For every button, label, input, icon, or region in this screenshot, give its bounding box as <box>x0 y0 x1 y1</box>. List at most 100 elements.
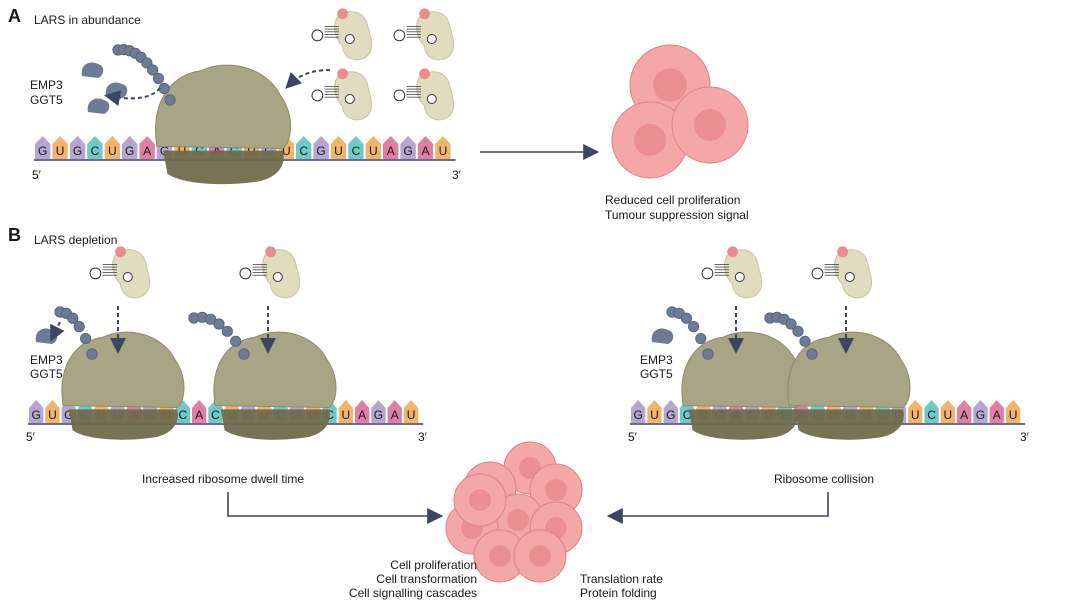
base-tile <box>87 136 103 159</box>
panel-b-left-outcome-arrow <box>227 492 444 524</box>
panel-b-left-protein-blob <box>35 328 58 344</box>
peptide-bead <box>687 321 700 333</box>
base-tile <box>631 400 646 423</box>
mrna-base: G <box>35 136 51 159</box>
base-letter: A <box>387 144 395 158</box>
panel-a-protein-emp3: EMP3 <box>30 78 63 92</box>
base-letter: G <box>38 144 47 158</box>
trna-loop <box>844 272 855 282</box>
base-letter: U <box>407 408 416 422</box>
base-letter: U <box>342 408 351 422</box>
peptide-bead <box>164 94 176 106</box>
base-letter: A <box>391 408 399 422</box>
panel-a-trna <box>393 8 455 61</box>
panel-a-peptide <box>112 44 176 106</box>
cell-nucleus <box>653 68 687 102</box>
base-letter: C <box>352 144 361 158</box>
base-letter: U <box>334 144 343 158</box>
base-letter: U <box>282 144 291 158</box>
mrna-base: G <box>69 136 86 159</box>
base-letter: C <box>91 144 100 158</box>
base-tile <box>957 400 972 423</box>
base-letter: U <box>944 408 953 422</box>
base-tile <box>313 136 329 159</box>
base-letter: G <box>316 144 325 158</box>
base-tile <box>435 136 451 159</box>
trna-loop <box>344 94 355 104</box>
trna-loop <box>344 34 355 44</box>
base-letter: U <box>48 408 57 422</box>
base-tile <box>45 400 60 423</box>
peptide-bead <box>230 335 242 347</box>
base-tile <box>663 400 678 423</box>
base-letter: A <box>143 144 151 158</box>
base-letter: U <box>439 144 448 158</box>
trna-loop <box>311 29 324 42</box>
mrna-base: G <box>663 400 678 423</box>
panel-b-left-5-prime: 5′ <box>26 430 35 444</box>
mrna-base: U <box>435 136 451 159</box>
peptide-bead <box>67 312 79 324</box>
mrna-base: U <box>330 136 347 159</box>
trna-loop <box>734 272 745 282</box>
mrna-base: G <box>973 400 988 423</box>
panel-a-protein-blob <box>105 82 128 98</box>
base-letter: G <box>374 408 383 422</box>
arrows-layer <box>50 69 854 524</box>
mrna-base: U <box>940 400 955 423</box>
mrna-base: G <box>371 400 386 423</box>
mrna-base: U <box>1005 400 1021 423</box>
mrna-base: U <box>104 136 120 159</box>
base-tile <box>989 400 1004 423</box>
base-letter: A <box>421 144 429 158</box>
panel-b-cell <box>513 529 567 583</box>
base-letter: U <box>1009 408 1018 422</box>
amino-acid <box>419 68 430 80</box>
panel-a-cell <box>671 86 749 164</box>
trna-loop <box>311 89 324 102</box>
panel-b-cell <box>473 529 527 583</box>
trna-layer <box>89 8 873 299</box>
base-tile <box>355 400 370 423</box>
outcome-b-left-line-2: Cell transformation <box>376 572 477 586</box>
mrna-base: A <box>192 400 207 423</box>
panel-b-right-protein-ggt5: GGT5 <box>640 367 673 381</box>
panel-a-release-arrow <box>104 87 161 107</box>
base-letter: C <box>683 408 692 422</box>
mrna-base: G <box>122 136 138 159</box>
base-tile <box>924 400 939 423</box>
ribosome-small-subunit <box>688 409 798 440</box>
panel-a-protein-ggt5: GGT5 <box>30 93 63 107</box>
outcome-a-line-2: Tumour suppression signal <box>605 208 749 222</box>
amino-acid <box>115 246 126 258</box>
base-tile <box>35 136 51 159</box>
outcome-a-line-1: Reduced cell proliferation <box>605 193 741 207</box>
panel-b-right-protein-blob <box>651 328 674 344</box>
cell-nucleus <box>469 489 491 511</box>
peptide-bead <box>205 313 217 325</box>
base-tile <box>296 136 312 159</box>
trna-loop <box>89 267 102 280</box>
base-letter: G <box>403 144 412 158</box>
ribosomes-layer <box>61 64 911 440</box>
trna-loop <box>393 89 406 102</box>
trna-loop <box>239 267 252 280</box>
mrna-base: U <box>52 136 68 159</box>
outcome-b-right-line-2: Protein folding <box>580 586 657 600</box>
trna-loop <box>426 94 437 104</box>
panel-a-ribosome <box>155 64 292 185</box>
base-letter: U <box>369 144 378 158</box>
base-letter: G <box>666 408 675 422</box>
mrna-base: C <box>296 136 312 159</box>
mrna-base: U <box>365 136 381 159</box>
mrna-base: U <box>647 400 662 423</box>
ribosome-small-subunit <box>220 409 330 440</box>
panel-b-left-3-prime: 3′ <box>418 430 427 444</box>
base-letter: G <box>64 408 73 422</box>
base-tile <box>400 136 416 159</box>
panel-b-left-protein-emp3: EMP3 <box>30 353 63 367</box>
base-letter: A <box>960 408 968 422</box>
base-letter: U <box>911 408 920 422</box>
panel-b-right-ribosome <box>787 331 911 440</box>
base-tile <box>647 400 662 423</box>
